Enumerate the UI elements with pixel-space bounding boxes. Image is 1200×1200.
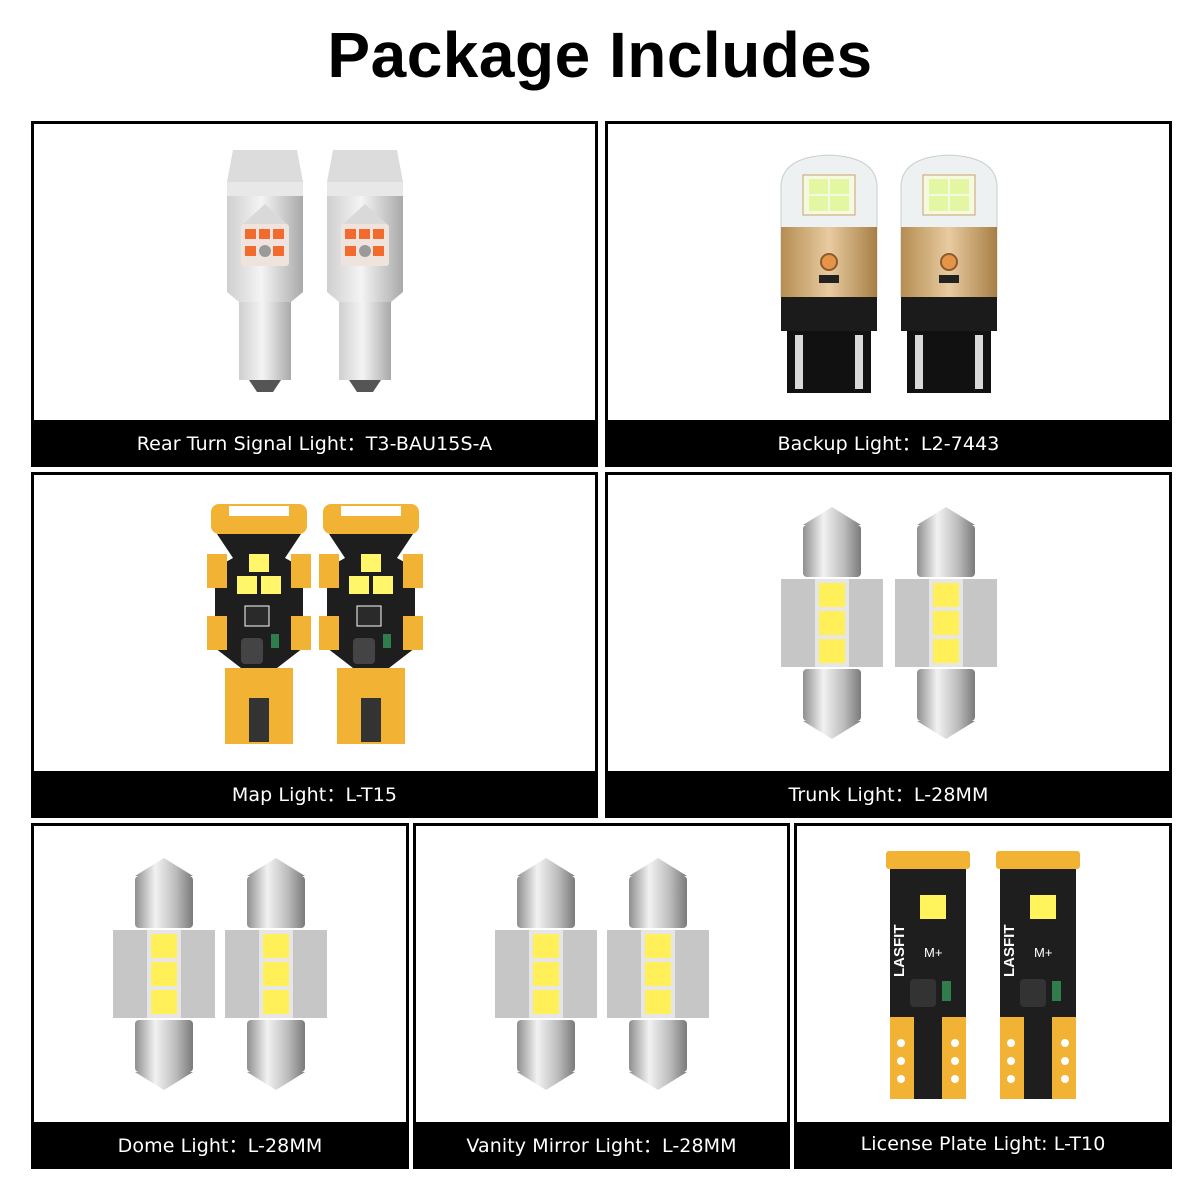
bau15s-bulb-icon	[226, 150, 303, 392]
product-caption: Map Light：L-T15	[34, 771, 595, 815]
t15-bulb-icon	[206, 504, 311, 744]
product-card-backup-light: Backup Light：L2-7443	[605, 121, 1172, 467]
product-image-festoon	[608, 475, 1169, 771]
product-caption: Backup Light：L2-7443	[608, 420, 1169, 464]
festoon-bulb-icon	[894, 507, 997, 739]
bau15s-bulb-icon	[326, 150, 403, 392]
product-image-t10: LASFIT M+ LASFIT M+	[797, 826, 1169, 1122]
product-image-bau15s	[34, 124, 595, 420]
t15-bulb-icon	[318, 504, 423, 744]
product-card-vanity-mirror-light: Vanity Mirror Light：L-28MM	[413, 823, 790, 1169]
7443-bulb-icon	[780, 154, 877, 393]
t10-bulb-icon: LASFIT M+	[886, 850, 970, 1099]
svg-text:M+: M+	[924, 945, 942, 960]
product-caption: Rear Turn Signal Light：T3-BAU15S-A	[34, 420, 595, 464]
7443-bulb-icon	[900, 154, 997, 393]
festoon-bulb-icon	[113, 858, 215, 1090]
festoon-bulb-icon	[606, 858, 709, 1090]
festoon-bulb-icon	[780, 507, 883, 739]
product-image-festoon	[34, 826, 406, 1122]
product-card-rear-turn-signal: Rear Turn Signal Light：T3-BAU15S-A	[31, 121, 598, 467]
product-caption: Trunk Light：L-28MM	[608, 771, 1169, 815]
product-caption: License Plate Light: L-T10	[797, 1122, 1169, 1166]
product-image-7443	[608, 124, 1169, 420]
product-caption: Dome Light：L-28MM	[34, 1122, 406, 1166]
product-card-license-plate-light: LASFIT M+ LASFIT M+ License Plate Light:…	[794, 823, 1172, 1169]
product-card-trunk-light: Trunk Light：L-28MM	[605, 472, 1172, 818]
product-card-dome-light: Dome Light：L-28MM	[31, 823, 409, 1169]
brand-mark: LASFIT	[891, 924, 908, 977]
product-card-map-light: Map Light：L-T15	[31, 472, 598, 818]
t10-bulb-icon: LASFIT M+	[996, 850, 1080, 1099]
product-image-t15	[34, 475, 595, 771]
page-title: Package Includes	[327, 19, 873, 91]
brand-mark: LASFIT	[1001, 924, 1018, 977]
product-image-festoon	[416, 826, 787, 1122]
festoon-bulb-icon	[494, 858, 597, 1090]
svg-text:M+: M+	[1034, 945, 1052, 960]
festoon-bulb-icon	[225, 858, 327, 1090]
product-caption: Vanity Mirror Light：L-28MM	[416, 1122, 787, 1166]
